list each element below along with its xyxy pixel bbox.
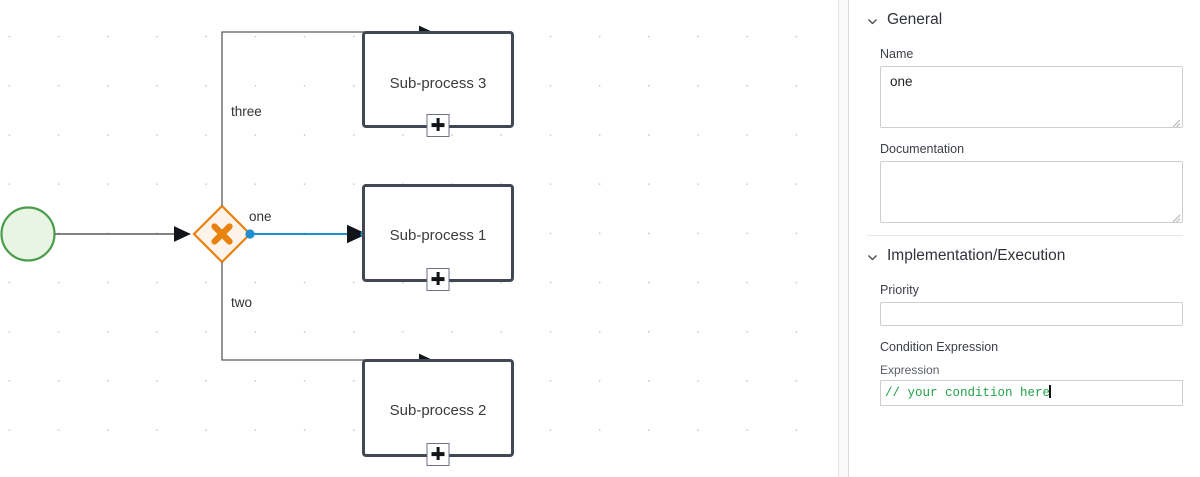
name-input[interactable] xyxy=(880,66,1183,128)
field-name-label: Name xyxy=(880,47,914,61)
text-cursor xyxy=(1049,385,1051,398)
panel-group-general-title: General xyxy=(887,11,943,28)
condition-expression-label: Condition Expression xyxy=(880,340,999,354)
flow-source-handle[interactable] xyxy=(245,229,255,239)
subprocess-3[interactable]: Sub-process 3 xyxy=(362,31,514,137)
flow-label-three[interactable]: three xyxy=(231,104,262,119)
field-priority: Priority xyxy=(867,283,1183,326)
priority-input[interactable] xyxy=(880,302,1183,326)
expression-code-text: // your condition here xyxy=(885,386,1051,400)
expression-code-editor[interactable]: // your condition here xyxy=(880,380,1183,407)
subprocess-1-label: Sub-process 1 xyxy=(389,227,487,244)
flow-label-one[interactable]: one xyxy=(249,209,272,224)
expand-subprocess-2-icon[interactable] xyxy=(426,442,450,466)
panel-divider xyxy=(867,235,1183,236)
documentation-input[interactable] xyxy=(880,161,1183,223)
field-name: Name xyxy=(867,47,1183,128)
flow-label-two[interactable]: two xyxy=(231,295,253,310)
field-priority-label: Priority xyxy=(880,283,919,297)
field-documentation: Documentation xyxy=(867,142,1183,223)
exclusive-gateway[interactable] xyxy=(192,204,252,264)
diagram-svg xyxy=(0,25,433,367)
expand-subprocess-3-icon[interactable] xyxy=(426,113,450,137)
canvas-scrollbar[interactable] xyxy=(838,0,849,477)
subprocess-2[interactable]: Sub-process 2 xyxy=(362,359,514,466)
chevron-down-icon xyxy=(867,16,878,27)
chevron-down-icon xyxy=(867,252,878,263)
properties-panel: General Name Documentation xyxy=(850,0,1200,477)
subprocess-2-label: Sub-process 2 xyxy=(389,402,487,419)
panel-group-implementation-title: Implementation/Execution xyxy=(887,247,1066,264)
panel-group-implementation[interactable]: Implementation/Execution xyxy=(867,236,1183,269)
subprocess-3-label: Sub-process 3 xyxy=(389,75,487,92)
start-event[interactable] xyxy=(0,206,56,262)
field-condition-expression: Condition Expression Expression // your … xyxy=(867,340,1183,407)
subprocess-1[interactable]: Sub-process 1 xyxy=(362,184,514,291)
field-documentation-label: Documentation xyxy=(880,142,965,156)
diagram-canvas[interactable]: three one two Sub-process 3 Sub-process … xyxy=(0,0,838,477)
expand-subprocess-1-icon[interactable] xyxy=(426,267,450,291)
expression-label: Expression xyxy=(880,363,940,377)
panel-group-general[interactable]: General xyxy=(867,0,1183,33)
